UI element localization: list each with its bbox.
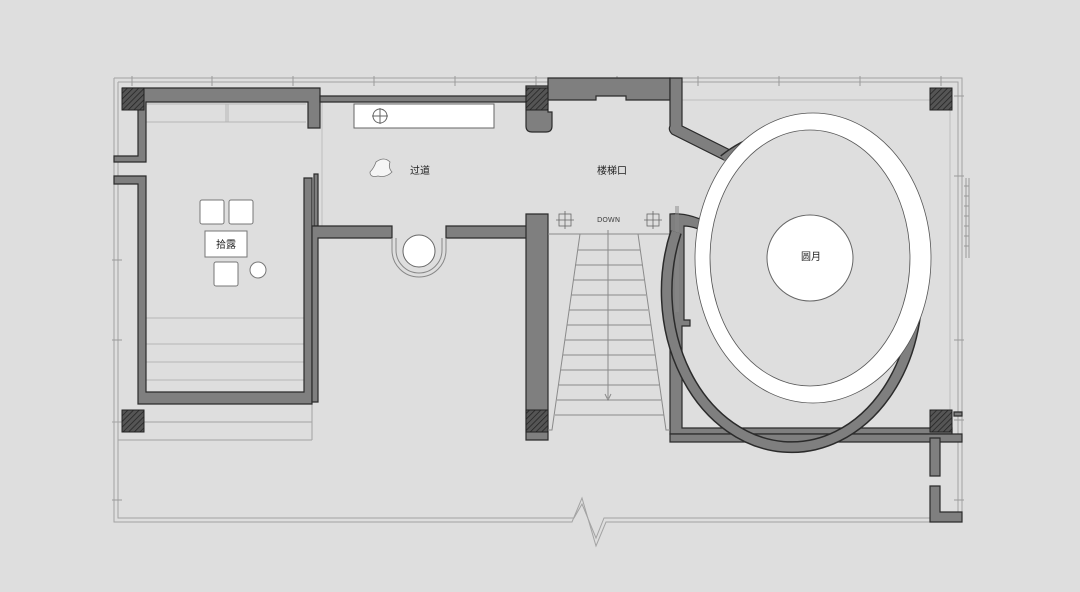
- staircase: [548, 206, 679, 431]
- stair-posts: [556, 211, 662, 229]
- column: [929, 87, 953, 111]
- round-moon-room: [660, 112, 932, 454]
- column: [121, 87, 145, 111]
- walls: [113, 77, 963, 523]
- column: [121, 409, 145, 433]
- label-corridor: 过道: [410, 164, 430, 177]
- corridor-niche: [353, 103, 495, 129]
- label-shilu: 拾露: [216, 238, 236, 251]
- right-window: [964, 178, 970, 258]
- corridor-lines: [321, 96, 951, 420]
- shilu-furniture: [199, 199, 267, 287]
- round-doorway: [391, 234, 447, 278]
- column: [525, 87, 549, 111]
- columns: [121, 87, 953, 433]
- label-round-moon: 圆月: [801, 251, 821, 263]
- site-boundary: [112, 77, 963, 548]
- left-room-lines: [146, 103, 306, 381]
- label-down: DOWN: [597, 216, 620, 224]
- label-stair-entrance: 楼梯口: [597, 164, 627, 177]
- column: [525, 409, 549, 433]
- column: [929, 409, 953, 433]
- round-moon-circle: [766, 214, 854, 302]
